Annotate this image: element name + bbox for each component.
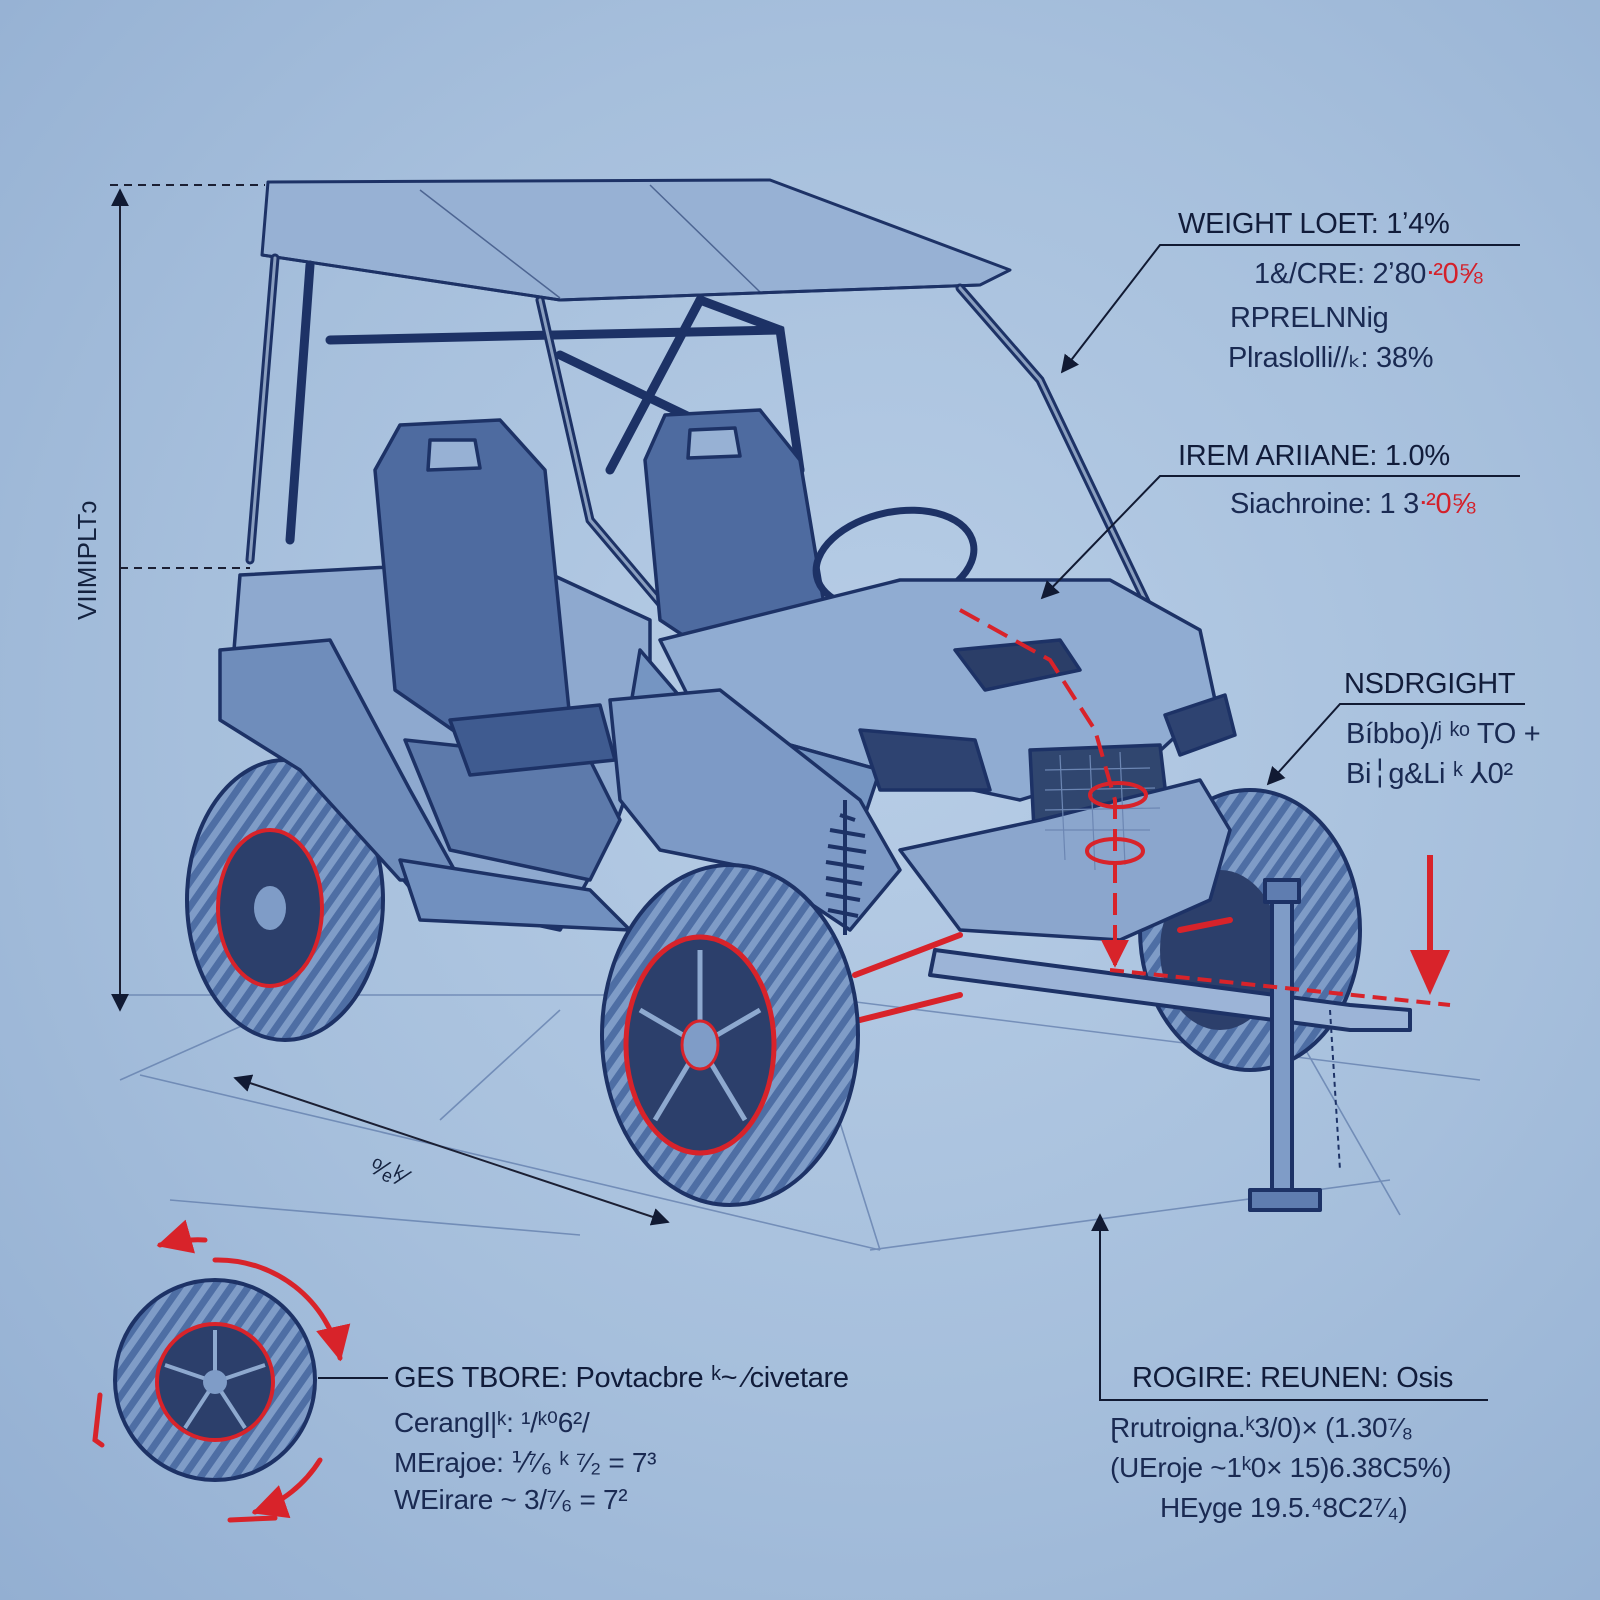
shock-absorber — [825, 800, 867, 935]
tire-line2: Cerangl|ᵏ: ¹/ᵏ⁰6²/ — [394, 1407, 590, 1438]
height-dimension — [110, 184, 265, 1012]
irem-line2-red: ᐧ²0⅝ — [1418, 488, 1476, 520]
tire-title: GES TBORE: Povtacbre ᵏ~ ⁄civetare — [394, 1362, 849, 1394]
irem-line2: Siachroine: 1 3ᐧ²0⅝ — [1230, 486, 1475, 521]
grille — [1044, 751, 1161, 871]
rogire-line4: HEyge 19.5.⁴8C2⁷⁄₄) — [1160, 1492, 1408, 1523]
height-dimension-label: VIIMIPLTↄ — [72, 500, 102, 620]
weight-line3: RPRELNNig — [1230, 302, 1389, 334]
weight-line2: 1&/CRE: 2ʼ80ᐧ²0⅝ — [1254, 256, 1483, 291]
suspension-arms — [852, 917, 1233, 1023]
nsdr-title: NSDRGIGHT — [1344, 668, 1516, 700]
length-dimension — [233, 1074, 670, 1226]
front-fender — [608, 688, 902, 932]
load-arrow — [1410, 855, 1450, 995]
seats — [373, 408, 832, 777]
irem-title: IREM ARIIANE: 1.0% — [1178, 440, 1450, 472]
tire-line4: WEirare ~ 3/⁷⁄₆ = 7² — [394, 1484, 628, 1515]
leader-lines — [318, 244, 1525, 1401]
front-left-wheel — [600, 863, 860, 1207]
roof-canopy — [260, 178, 1012, 302]
tire-detail-icon — [113, 1278, 317, 1482]
load-centerline — [959, 608, 1451, 1007]
rogire-title: ROGIRE: REUNEN: Osis — [1132, 1362, 1454, 1394]
tow-bar — [928, 878, 1412, 1212]
rotation-arrows — [92, 1219, 351, 1523]
rogire-line2: Ɽrutroigna.ᵏ3/0)× (1.30⁷⁄₈ — [1110, 1412, 1413, 1443]
weight-line2-black: 1&/CRE: 2ʼ80 — [1254, 258, 1427, 290]
weight-line2-red: ᐧ²0⅝ — [1426, 258, 1483, 290]
rogire-line3: (UEroje ~1ᵏ0× 15)6.38C5%) — [1110, 1452, 1452, 1483]
weight-line4: Plraslolli//ₖ: 38% — [1228, 342, 1434, 374]
tire-line3: MErajoe: ⅟⁷⁄₆ ᵏ ⁷⁄₂ = 7³ — [394, 1447, 657, 1478]
nsdr-line2: Bíbbo)/ʲ ᵏᵒ TO + — [1346, 718, 1541, 750]
irem-line2-black: Siachroine: 1 3 — [1230, 488, 1419, 520]
weight-title: WEIGHT LOET: 1ʼ4% — [1178, 208, 1450, 240]
nsdr-line3: Bi╎g&Li ᵏ ⅄0² — [1346, 758, 1513, 790]
